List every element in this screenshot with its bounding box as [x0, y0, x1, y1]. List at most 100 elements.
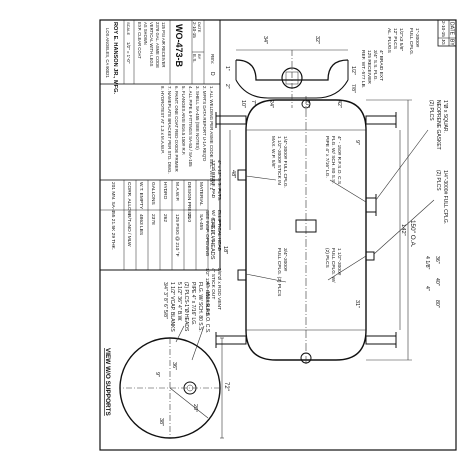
- support-note: W/ 4" ID. 3" LG.: [210, 210, 216, 244]
- lower-dim: 42": [336, 100, 342, 108]
- end-view-note: (2) PLCS-1"Ø HEADS: [183, 282, 189, 332]
- support-note: 3/8"Ø x ROD VENT: [216, 268, 222, 310]
- top-dim: 80": [434, 300, 440, 308]
- lower-note: 4" BRAID EXT: [378, 50, 384, 81]
- top-note: 1/4"-3000# FULL CPLG.: [442, 170, 448, 224]
- scale-label: SCALE: [126, 22, 131, 35]
- design-row-value: 4863 LBS: [138, 214, 144, 235]
- rev-label: REV.: [210, 54, 215, 64]
- date-label: DATE: [197, 22, 202, 33]
- lower-notes: 1"-3000# FULL CPLG. 1/2"x3 5/8" 12" PLCS…: [360, 28, 420, 88]
- lower-note: 125 RECEIVER: [366, 50, 372, 84]
- revision-by-header: BY: [449, 39, 455, 46]
- design-row-label: W.T. EMPTY: [138, 182, 144, 210]
- lower-dim: 34": [262, 36, 268, 44]
- lower-dim: 10": [240, 100, 246, 108]
- lower-note: AL. PLUGS: [386, 28, 392, 53]
- lower-note: 1"-3000#: [414, 28, 420, 48]
- lower-dim: 18": [222, 246, 228, 254]
- revision-date-header: DATE: [449, 22, 455, 36]
- product-line: AS SHOWN: [143, 22, 148, 45]
- product-line: 125 PSI AIR RECEIVER: [161, 22, 166, 67]
- support-note: ELLIPTICAL HEAD: [216, 210, 222, 252]
- view-label: VIEW W/O SUPPORTS: [104, 348, 111, 417]
- end-view-note: 4" - 150# R.F.S.O. C.S.: [204, 282, 210, 334]
- design-row-label: CORR. ALLOW.: [126, 182, 132, 216]
- end-view-angle-dim: 20°: [192, 404, 198, 412]
- general-note: 1. ALL WELDING PER ASME CODE SEC. VIII D…: [209, 86, 214, 190]
- date-value: 2-10-15: [192, 22, 197, 38]
- side-dim-s2: 31": [354, 300, 360, 308]
- top-dim: 36": [434, 256, 440, 264]
- design-table: SHELL / HEADS MATERIAL SA-455 DESIGN PRE…: [99, 179, 221, 271]
- company-name: ROY E. HANSON JR., MFG.: [112, 22, 118, 94]
- tank-legs: [215, 112, 397, 348]
- product-line: 2378 GAL. ASME CODE: [155, 22, 160, 68]
- tank-side-view: 150" O.A. 142" 48" 18" 9" 31": [215, 96, 416, 366]
- design-row-value: SA-455: [198, 214, 204, 230]
- rev-value: D: [209, 72, 215, 76]
- drawing-id-cells: REV. D DATE 2-10-15 BY E.S. WO-473-B 125…: [99, 19, 221, 94]
- general-note: 7. NAMEPLATE BRACKET PER STD. DWG.: [167, 86, 172, 174]
- design-row-value: R/T=NO / MLW: [126, 214, 132, 247]
- side-note: FLG. W/ SCH. 80 S.S.: [330, 136, 336, 184]
- stamp-line: 201 MN. SA-455 21.5K 29 THK.: [110, 182, 116, 250]
- top-dim: 4 1/8": [424, 256, 430, 270]
- end-view-width-dim: 72": [223, 382, 229, 391]
- misc-label: 1/2": [350, 66, 356, 75]
- top-note: NEOPRENE GASKET: [435, 100, 441, 150]
- rotated-drawing: DATE BY 2-10-15 JG 72" 36" 20° 38" 9" VI…: [99, 19, 457, 451]
- top-notes: 1"Ø x SQUAR. NEOPRENE GASKET (2) PLCS 1/…: [373, 100, 448, 308]
- design-row-label: MATERIAL: [198, 182, 204, 206]
- lower-dim: 32": [314, 36, 320, 44]
- tank-dimensions: 150" O.A. 142" 48" 18" 9" 31": [222, 99, 416, 361]
- title-block: SHELL / HEADS MATERIAL SA-455 DESIGN PRE…: [99, 19, 221, 271]
- end-view-note: FLG. W/ SCH. 80 S.S.: [197, 282, 203, 332]
- end-view-note: 5 1/2" 36" 4" B.W.: [176, 282, 182, 322]
- product-line: VERTICAL WITH LEGS: [149, 22, 154, 67]
- design-row-label: DESIGN PRESS.: [186, 182, 192, 219]
- lower-note: REF. WT.-577 LB.: [360, 50, 366, 88]
- head-detail-view: 32" 34" 42" 27" 24" 7" 10" 1/2" 1" 7/8" …: [224, 36, 356, 108]
- design-row-label: GALLONS: [150, 182, 156, 205]
- top-note: (2) PLCS: [428, 100, 434, 121]
- mid-dim: 48": [230, 170, 236, 178]
- side-note: (2) PLCS: [324, 248, 330, 268]
- end-view-slot-dim: 38": [158, 418, 164, 426]
- misc-label: 7/8": [350, 84, 356, 93]
- design-row-label: M.A.W.P.: [174, 182, 180, 201]
- design-row-value: 2378: [150, 214, 156, 225]
- overall-length-dim: 150" O.A.: [409, 220, 416, 248]
- support-notes: 3/8"Ø x ROD VENT 4" STICK OUT 1/2" 125# …: [204, 160, 222, 316]
- revision-block: DATE BY 2-10-15 JG: [437, 19, 457, 47]
- support-note: SEE INSP. OPENING: [204, 210, 210, 257]
- lower-dim: 7": [250, 100, 256, 105]
- support-note: 13"Ø REINF. PAD: [210, 160, 216, 199]
- support-note: 4" x 12" S.S. PLTS.: [216, 160, 222, 201]
- general-note: 6. PAINT: ONE COAT RED OXIDE PRIMER: [174, 86, 179, 172]
- lower-note: 12" PLCS: [392, 28, 398, 49]
- end-view-half-dim: 36": [171, 362, 177, 370]
- lower-dim: 27": [304, 100, 310, 108]
- side-note: 1 1/2"-3000# STICK IN: [276, 136, 282, 185]
- side-note: 1 1/2"-3000#: [336, 248, 342, 276]
- drawing-number: WO-473-B: [174, 24, 184, 68]
- by-label: BY: [197, 54, 202, 60]
- side-note: FULL CPLG. W/: [330, 248, 336, 283]
- end-view-notes: 4" - 150# R.F.S.O. C.S. FLG. W/ SCH. 80 …: [162, 282, 210, 361]
- general-note: 5. FLANGES ANSI B16.5 150# R.F.: [181, 86, 186, 155]
- top-dim: 4": [424, 286, 430, 291]
- general-note: 8. HYDROTEST AT 1.3 x M.A.W.P.: [160, 86, 165, 154]
- side-note: 1/4"-3000# FULL CPLG.: [282, 136, 288, 188]
- side-note: MAX. W.P. 5/8": [270, 136, 276, 169]
- design-row-value: 262: [162, 214, 168, 222]
- support-note: 1/2" 125# PRESSURE: [204, 268, 210, 316]
- company-address: LOS ANGELES, CA 90021: [105, 28, 110, 78]
- misc-label: 1": [224, 66, 230, 71]
- top-note: 1"Ø x SQUAR.: [442, 100, 448, 133]
- side-dim-s1: 9": [354, 140, 360, 145]
- end-view-note: 3/4" 3" 8" 6" 5/8": [162, 282, 168, 319]
- end-view-sub-dim: 9": [154, 372, 160, 377]
- general-note: 2. MFR'S DATA REPORT U-1A REQ'D: [202, 86, 207, 161]
